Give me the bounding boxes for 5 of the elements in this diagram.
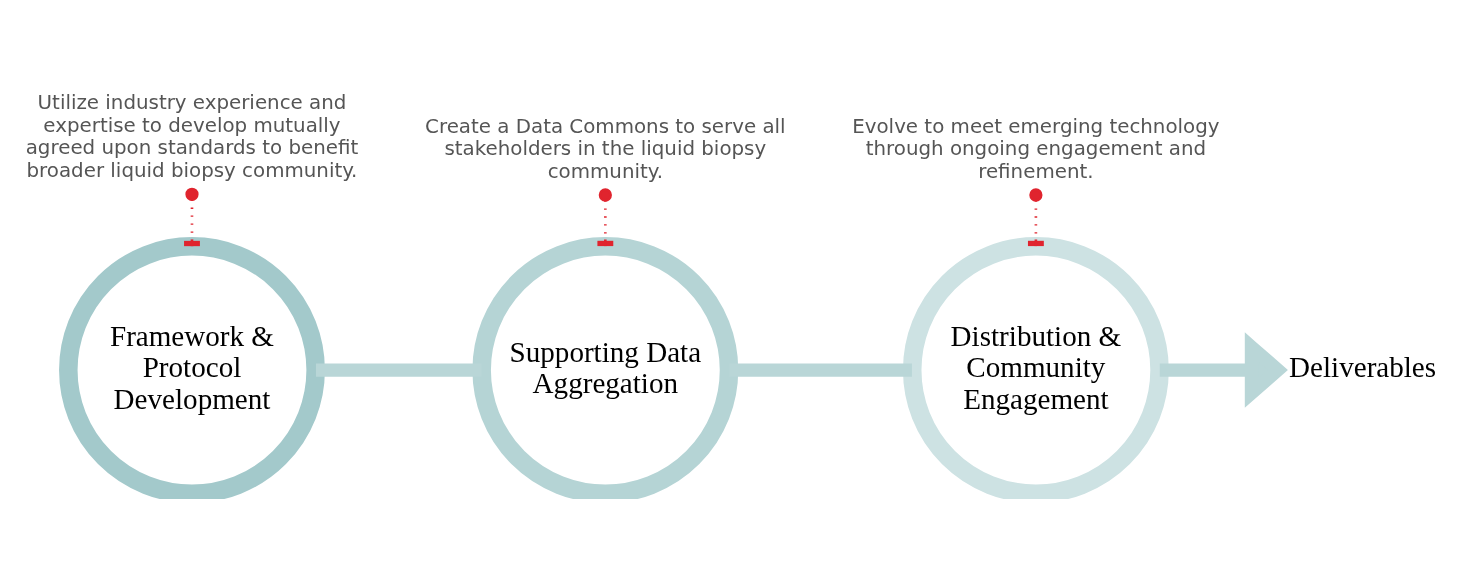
node-text: Evolve to meet emerging technology through ongoing engagement and refinement. (852, 114, 1220, 183)
node-text: Deliverables (1289, 350, 1437, 383)
node-text: Create a Data Commons to serve all stakeholders in the liquid biopsy community. (425, 114, 786, 183)
arrow (1159, 331, 1288, 408)
node-text: Utilize industry experience and expertise to develop mutually agreed upon standards to benefit broader liquid biopsy community. (25, 90, 359, 182)
